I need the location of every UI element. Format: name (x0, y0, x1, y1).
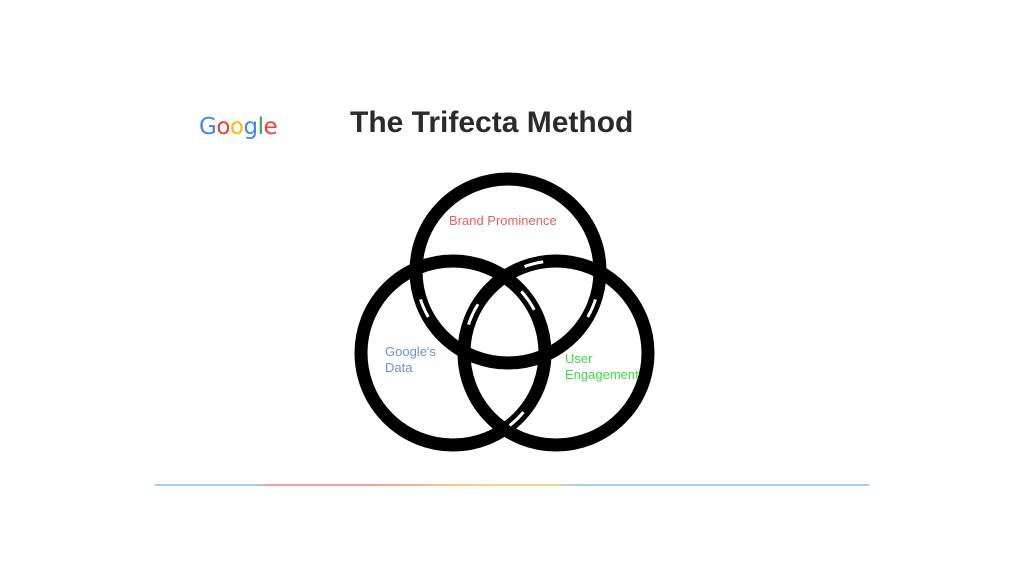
ring-weave-gap (520, 290, 536, 311)
logo-letter: o (216, 114, 230, 140)
ring-googles-data (354, 254, 552, 452)
brand-prominence-text: Brand Prominence (449, 213, 557, 228)
circle-label-googles-data: Google's Data (385, 344, 436, 376)
ring-user-engagement (457, 254, 655, 452)
user-engagement-line-1: User (565, 351, 593, 366)
googles-data-line-2: Data (385, 360, 413, 375)
circle-label-user-engagement: User Engagement (565, 351, 639, 383)
ring-weave-gap (467, 303, 480, 326)
logo-letter: g (243, 114, 258, 140)
logo-letter: G (199, 114, 217, 140)
logo-letter: e (263, 114, 278, 140)
logo-letter: l (257, 114, 264, 140)
user-engagement-line-2: Engagement (565, 367, 639, 382)
ring-weave-gap (419, 298, 430, 318)
ring-weave-gap (586, 298, 597, 318)
ring-weave-gap (524, 260, 544, 268)
circle-label-brand-prominence: Brand Prominence (449, 213, 557, 229)
logo-letter: o (229, 114, 244, 140)
page-title: The Trifecta Method (350, 106, 634, 139)
bottom-divider (155, 484, 869, 486)
google-logo: Google (199, 114, 278, 140)
ring-weave-gap (508, 411, 525, 427)
googles-data-line-1: Google's (385, 344, 436, 359)
